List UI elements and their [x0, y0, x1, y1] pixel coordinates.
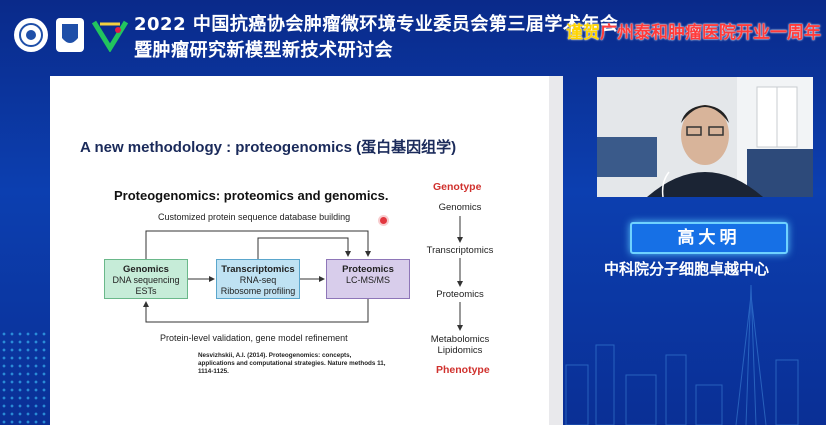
laser-pointer-dot [380, 217, 387, 224]
transcriptomics-box: Transcriptomics RNA-seq Ribosome profili… [216, 259, 300, 299]
conference-title-line2: 暨肿瘤研究新模型新技术研讨会 [134, 40, 393, 61]
genomics-box-line1: DNA sequencing [112, 275, 180, 285]
transcriptomics-box-title: Transcriptomics [221, 264, 295, 275]
institution-logo-icon [56, 18, 84, 52]
db-building-label: Customized protein sequence database bui… [158, 212, 351, 222]
proteomics-box: Proteomics LC-MS/MS [326, 259, 410, 299]
genotype-label: Genotype [433, 181, 482, 193]
slide-heading: A new methodology : proteogenomics (蛋白基因… [80, 139, 457, 156]
validation-label: Protein-level validation, gene model ref… [160, 333, 348, 343]
congrats-prefix: 谨贺 [566, 23, 600, 43]
transcriptomics-box-line1: RNA-seq [239, 275, 277, 285]
diagram-arrows [143, 216, 463, 331]
flow-proteomics: Proteomics [436, 289, 484, 300]
city-skyline-decoration [565, 284, 799, 425]
presentation-slide: A new methodology : proteogenomics (蛋白基因… [50, 76, 550, 425]
conference-title-line1: 2022 中国抗癌协会肿瘤微环境专业委员会第三届学术年会 [134, 14, 619, 35]
speaker-affiliation: 中科院分子细胞卓越中心 [604, 260, 770, 278]
speaker-name: 高大明 [630, 222, 788, 254]
flow-genomics: Genomics [438, 202, 482, 213]
genomics-box-line2: ESTs [135, 286, 157, 296]
transcriptomics-box-line2: Ribosome profiling [220, 286, 296, 296]
flow-lipidomics: Lipidomics [437, 345, 483, 356]
speaker-video-frame [597, 77, 813, 197]
flow-transcriptomics: Transcriptomics [426, 245, 494, 256]
proteomics-box-line1: LC-MS/MS [345, 275, 390, 285]
phenotype-label: Phenotype [436, 364, 490, 376]
slide-scroll-strip [549, 76, 563, 425]
speaker-video [597, 77, 813, 197]
organizer-logos [14, 18, 129, 53]
figure-title: Proteogenomics: proteomics and genomics. [114, 188, 389, 203]
logo-icon [14, 18, 48, 52]
flow-metabolomics: Metabolomics [430, 334, 490, 345]
tme-logo-icon [91, 18, 129, 53]
congrats-text: 广州泰和肿瘤医院开业一周年 [600, 23, 821, 43]
reference-citation: Nesvizhskii, A.I. (2014). Proteogenomics… [198, 352, 386, 375]
congratulations-banner: 谨贺广州泰和肿瘤医院开业一周年 [566, 18, 821, 43]
genomics-box-title: Genomics [123, 264, 169, 275]
proteomics-box-title: Proteomics [342, 264, 394, 275]
genomics-box: Genomics DNA sequencing ESTs [104, 259, 188, 299]
